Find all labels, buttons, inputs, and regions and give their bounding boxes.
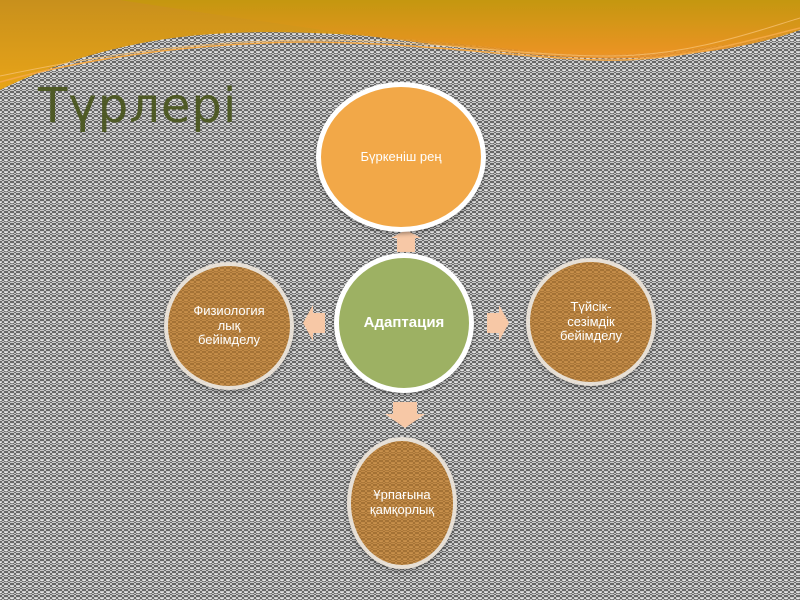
node-camouflage: Бүркеніш рең <box>316 82 486 232</box>
node-instinct-line1: Түйсік- <box>570 298 612 314</box>
up-arrow-icon <box>391 230 421 252</box>
header-swoosh <box>0 0 800 90</box>
node-instinct-line3: бейімделу <box>559 328 623 344</box>
node-offspring-line2: қамқорлық <box>369 502 435 517</box>
left-arrow-icon <box>303 305 325 341</box>
node-adaptation-label: Адаптация <box>363 314 445 332</box>
down-arrow-icon <box>385 402 425 428</box>
node-camouflage-label: Бүркеніш рең <box>360 148 442 164</box>
node-physiological-line3: бейімделу <box>197 332 261 348</box>
node-physiological: Физиология лық бейімделу <box>164 262 294 390</box>
node-instinct-sensory: Түйсік- сезімдік бейімделу <box>526 258 656 386</box>
slide-title: Түрлері <box>38 78 238 134</box>
node-offspring-care: Ұрпағына қамқорлық <box>347 437 457 569</box>
node-offspring-line1: Ұрпағына <box>373 487 431 503</box>
node-physiological-line2: лық <box>217 317 241 333</box>
right-arrow-icon <box>487 305 509 341</box>
node-instinct-line2: сезімдік <box>567 313 615 329</box>
node-adaptation: Адаптация <box>334 253 474 393</box>
node-physiological-line1: Физиология <box>193 302 265 318</box>
